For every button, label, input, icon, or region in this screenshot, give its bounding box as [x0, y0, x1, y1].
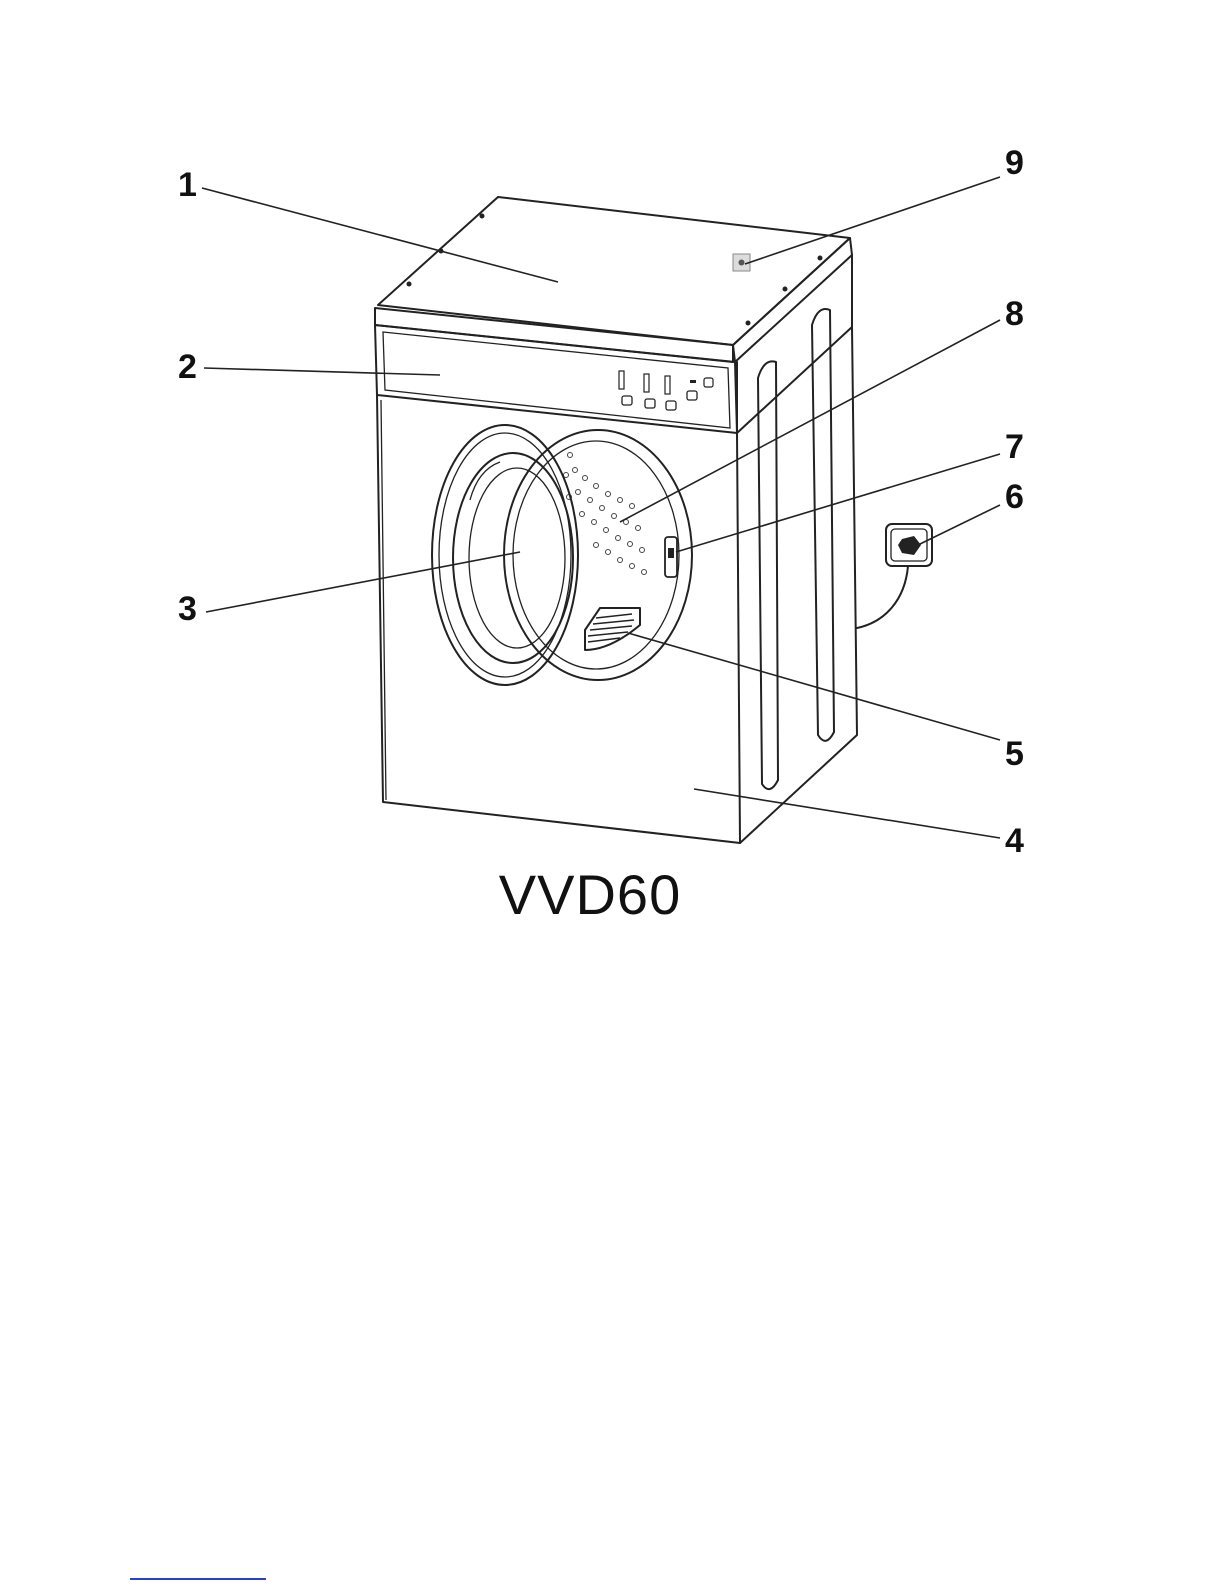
callout-7: 7	[1005, 428, 1024, 466]
power-plug-icon	[857, 524, 932, 628]
door-catch	[665, 537, 677, 577]
leader-7	[676, 454, 1000, 552]
callout-2: 2	[178, 348, 197, 386]
callout-9: 9	[1005, 144, 1024, 182]
top-lid	[375, 197, 852, 362]
leader-lines	[202, 177, 1000, 838]
leader-5	[628, 633, 1000, 740]
leader-2	[204, 368, 440, 375]
front-panel	[377, 395, 740, 843]
model-label: VVD60	[0, 862, 1180, 927]
callout-6: 6	[1005, 478, 1024, 516]
callout-1: 1	[178, 166, 197, 204]
tumble-dryer-illustration	[375, 197, 857, 843]
control-panel	[375, 325, 737, 433]
leader-9	[745, 177, 1000, 264]
lint-filter	[585, 608, 640, 650]
footer-rule	[130, 1578, 266, 1580]
leader-3	[206, 552, 520, 612]
callout-8: 8	[1005, 295, 1024, 333]
callout-3: 3	[178, 590, 197, 628]
callout-numbers: 1 2 3 4 5 6 7 8 9	[178, 144, 1024, 860]
leader-1	[202, 188, 558, 282]
callout-4: 4	[1005, 822, 1024, 860]
callout-5: 5	[1005, 735, 1024, 773]
leader-8	[620, 320, 1000, 522]
